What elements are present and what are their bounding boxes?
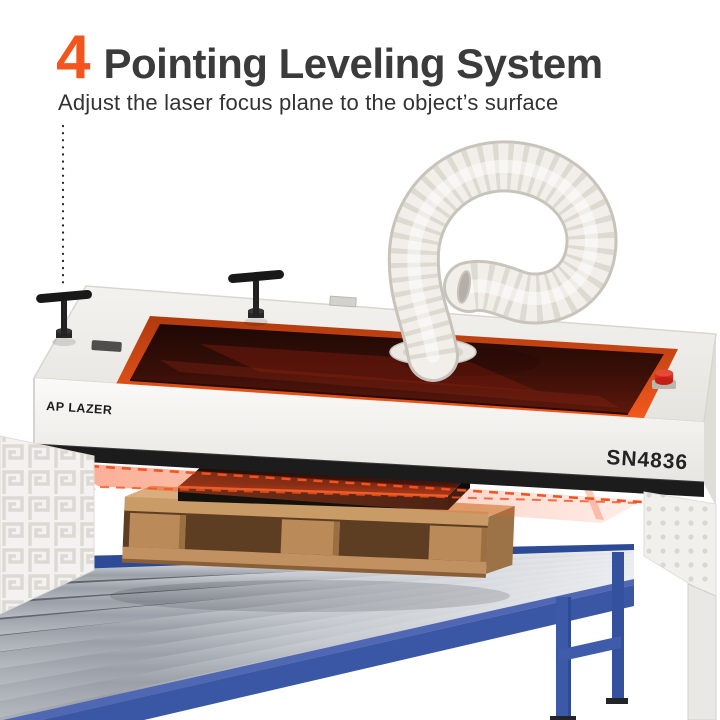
rail-highlight [33,443,705,483]
conveyor-front-rail-top [2,579,634,720]
headline-title: Pointing Leveling System [103,40,603,87]
pallet-block [280,519,340,556]
conveyor-front-foot [550,716,576,720]
pallet-block [428,525,488,562]
left-perforated-panel [0,435,95,615]
pallet-block [128,512,187,550]
glass-front-edge [129,379,629,415]
headline: 4 Pointing Leveling System [56,22,603,93]
machine-right-sliver [704,334,716,506]
roller [0,571,634,686]
left-panel-pattern [0,436,94,614]
right-panel-pattern [644,492,716,600]
knob-crossbar [36,289,92,304]
conveyor-legs [550,552,628,720]
machine-right-leg [687,583,717,720]
knob-shadow [244,318,268,326]
estop-bottom [655,377,673,385]
knob-shadow [52,338,76,346]
conveyor-front-rail [42,585,634,720]
lid-hinge [329,295,357,308]
pallet-bottom-board [122,546,487,576]
control-display [91,340,122,352]
exhaust-hose [387,140,618,382]
hose-sheen [407,159,598,363]
conveyor-rear-foot [606,698,628,704]
roller [0,564,634,652]
laser-beam-right [584,489,604,520]
model-label: SN4836 [606,446,689,474]
pallet-right-side [485,505,515,574]
glass-reflection [160,360,620,408]
roller [0,560,634,635]
headline-subtitle: Adjust the laser focus plane to the obje… [58,90,559,115]
laser-machine: AP LAZER SN4836 [0,269,717,720]
pallet-block-shade [332,521,340,556]
laser-dashed-line-lower [99,486,643,504]
estop-top [655,369,673,377]
pallet-block-shade [480,527,488,562]
conveyor-rear-leg [612,552,624,702]
pallet-bottom-shade [122,558,486,578]
pallet-shadow [110,580,510,612]
right-perforated-panel [643,491,717,601]
machine-bottom-rail [34,444,704,497]
hose-end-cap [456,270,472,304]
knob-crossbar [228,269,284,284]
pallet-top-board [124,496,489,526]
glass-reflection [200,344,540,392]
headline-number: 4 [56,23,90,92]
laser-plane [56,462,644,523]
roller [0,567,634,669]
conveyor-leg-brace [558,636,621,662]
machine-front-fascia [34,378,704,484]
emergency-stop-button [652,369,676,389]
leveling-knob-left [36,289,92,346]
knob-stem [61,298,67,336]
leveling-knob-right [228,269,284,326]
pallet-block-shade [178,514,187,550]
laser-dashed-line-upper [57,462,643,504]
knob-stem [253,278,259,316]
brand-label: AP LAZER [46,399,113,417]
conveyor-rollers [0,550,634,720]
